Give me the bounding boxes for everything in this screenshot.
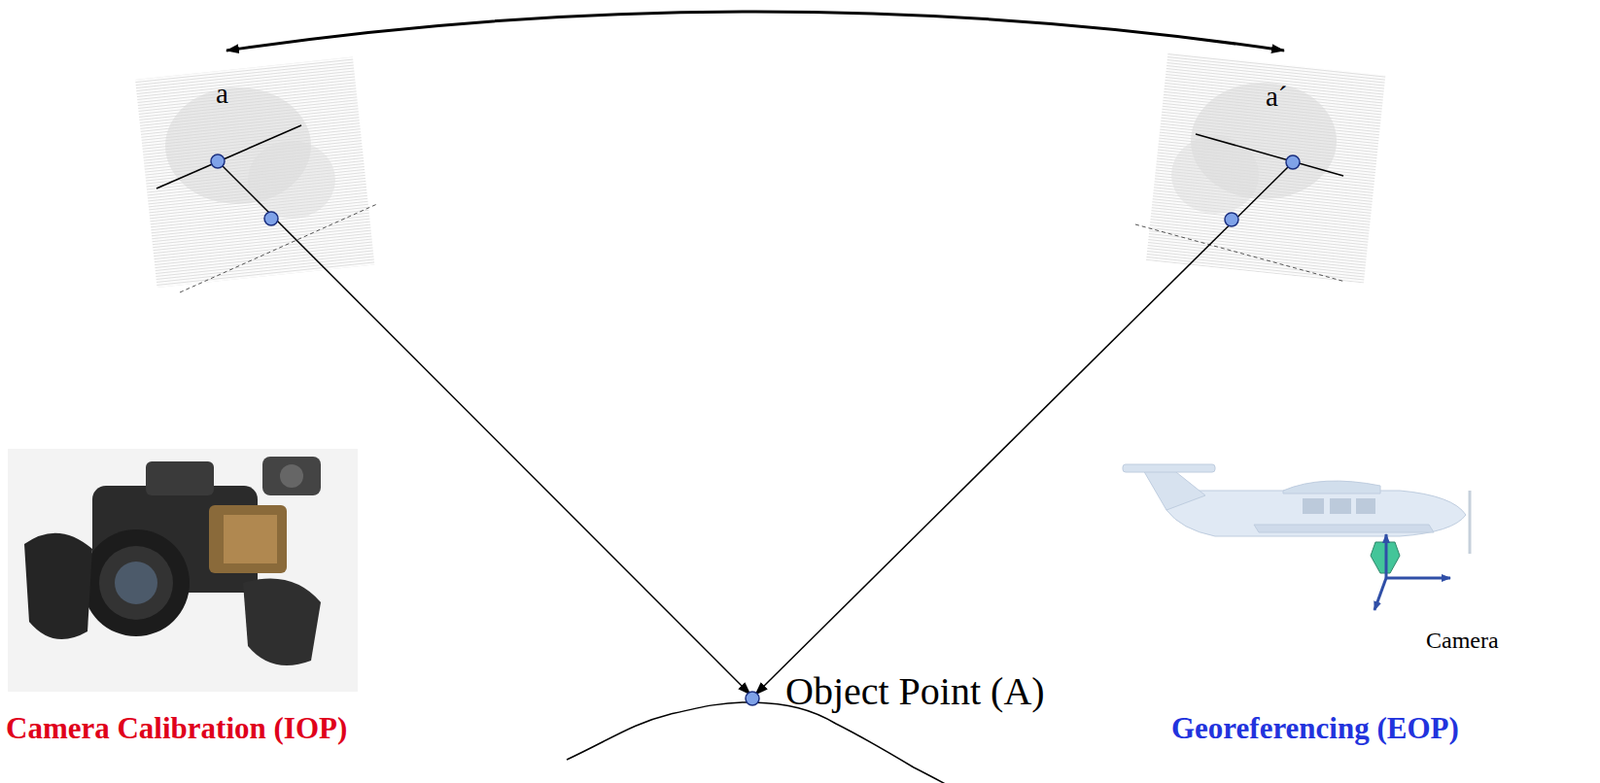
image-edge <box>1135 224 1346 282</box>
camera-label: Camera <box>1426 627 1499 654</box>
image-plane <box>156 125 302 189</box>
image-edge <box>179 204 378 293</box>
camera-illustration <box>7 449 358 693</box>
image-point <box>210 154 225 169</box>
section-title: Georeferencing (EOP) <box>1171 712 1460 746</box>
perspective-center <box>264 211 279 226</box>
airplane-illustration <box>1122 464 1470 611</box>
section-title: Camera Calibration (IOP) <box>5 712 348 746</box>
faded-camera-left <box>135 57 375 288</box>
terrain <box>566 702 990 783</box>
ray <box>755 162 1293 696</box>
faded-camera-right <box>1146 52 1386 283</box>
ray <box>217 161 751 696</box>
relation-arrow <box>226 11 1285 51</box>
point-label: a <box>215 78 229 110</box>
point-label: a´ <box>1265 81 1288 113</box>
image-plane <box>1195 134 1344 176</box>
object-point <box>745 692 760 706</box>
image-point <box>1286 155 1300 170</box>
object-label: Object Point (A) <box>785 670 1045 714</box>
perspective-center <box>1224 212 1239 227</box>
